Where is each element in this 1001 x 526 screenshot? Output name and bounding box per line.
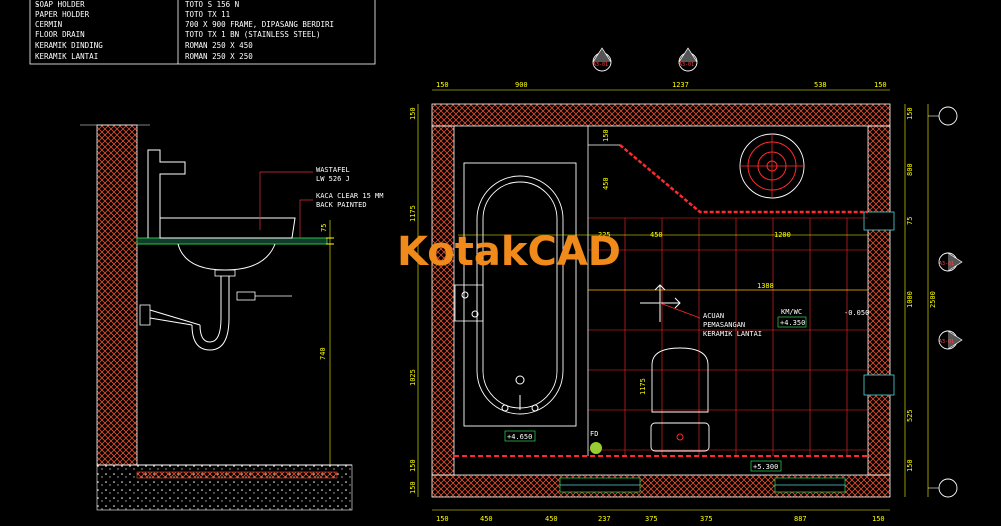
section-tag: A3-01 [938,330,963,350]
acuan-label: ACUAN [703,312,724,320]
schedule-item: KERAMIK LANTAI [35,52,98,61]
label-wastafel-model: LW 526 J [316,175,350,183]
dim-left: 150 [409,107,417,120]
round-basin [739,133,805,199]
schedule-spec: TOTO S 156 N [185,0,239,9]
acuan-label: PEMASANGAN [703,321,745,329]
section-tag: A3-01 [678,47,698,72]
level-tag: +4.350 [780,319,805,327]
wall-left [431,125,455,476]
label-kaca: KACA CLEAR 15 MM [316,192,383,200]
dim-bottom: 237 [598,515,611,523]
schedule-specs: TOTO S 156 N TOTO TX 11 700 X 900 FRAME,… [185,0,334,61]
schedule-item: PAPER HOLDER [35,10,90,19]
dim-75: 75 [320,224,328,232]
glass-counter [136,237,328,245]
svg-text:A3-01: A3-01 [679,62,694,68]
dim-right: 1000 [906,291,914,308]
bathroom-plan: FD ACUAN PEMASANGAN KERAMIK LANTAI KM/WC… [409,47,963,523]
svg-text:-: - [35,0,40,9]
dim-right: 75 [906,217,914,225]
dim-bottom: 150 [436,515,449,523]
dim-left: 1175 [409,205,417,222]
acuan-label: KERAMIK LANTAI [703,330,762,338]
schedule-item: CERMIN [35,20,62,29]
section-tag: A3-01 [592,47,612,72]
sink-section-view: 75 740 WASTAFEL LW 526 J KACA CLEAR 15 M… [80,124,383,511]
dim-left: 1025 [409,369,417,386]
level-tag: +4.650 [507,433,532,441]
basin [159,217,296,239]
toilet [650,347,710,452]
dim-total-right: 2500 [929,291,937,308]
schedule-item: KERAMIK DINDING [35,41,103,50]
bathtub [463,162,577,427]
dim-left: 150 [409,459,417,472]
dim-right: 150 [906,459,914,472]
svg-text:A3-01: A3-01 [593,62,608,68]
schedule-spec: TOTO TX 11 [185,10,230,19]
faucet [147,149,186,238]
dim-bottom: 450 [480,515,493,523]
schedule-item: FLOOR DRAIN [35,30,85,39]
dim-inner: 150 [602,129,610,142]
svg-text:A3-01: A3-01 [939,339,954,345]
dim-inner: 450 [602,177,610,190]
dim-top: 1237 [672,81,689,89]
dim-inner: 450 [650,231,663,239]
level-tag: -0.050 [844,309,869,317]
wall-right [867,125,891,476]
schedule-spec: TOTO TX 1 BN (STAINLESS STEEL) [185,30,320,39]
label-kaca-sub: BACK PAINTED [316,201,367,209]
level-tag: +5.300 [753,463,778,471]
floor-drain [590,442,602,454]
dim-left: 150 [409,481,417,494]
dim-bottom: 450 [545,515,558,523]
dim-inner: 225 [598,231,611,239]
section-wall [96,124,138,466]
fd-label: FD [590,430,598,438]
label-wastafel: WASTAFEL [316,166,350,174]
dim-top: 538 [814,81,827,89]
schedule-spec: ROMAN 250 X 450 [185,41,253,50]
kmwc-label: KM/WC [781,308,802,316]
dim-top: 150 [436,81,449,89]
fixture-schedule: SOAP HOLDER PAPER HOLDER CERMIN FLOOR DR… [29,0,376,65]
dim-inner: 1388 [757,282,774,290]
dim-740: 740 [319,347,327,360]
dim-right: 800 [906,163,914,176]
svg-text:A3-01: A3-01 [939,261,954,267]
grid-bubble [938,106,958,126]
schedule-spec: 700 X 900 FRAME, DIPASANG BERDIRI [185,20,334,29]
watermark-logo: KotakCAD [397,229,621,275]
dimension-lines [417,89,929,511]
dim-top: 900 [515,81,528,89]
dim-inner: 1200 [774,231,791,239]
wall-top [431,103,891,127]
dim-top: 150 [874,81,887,89]
dim-right: 525 [906,409,914,422]
dim-right: 150 [906,107,914,120]
dim-bottom: 375 [645,515,658,523]
dim-bottom: 375 [700,515,713,523]
grid-bubble [938,478,958,498]
dim-bottom: 887 [794,515,807,523]
dim-bottom: 150 [872,515,885,523]
dim-inner: 1175 [639,378,647,395]
schedule-spec: ROMAN 250 X 250 [185,52,253,61]
schedule-item: SOAP HOLDER [35,0,85,9]
schedule-items: SOAP HOLDER PAPER HOLDER CERMIN FLOOR DR… [35,0,103,61]
section-tag: A3-01 [938,252,963,272]
